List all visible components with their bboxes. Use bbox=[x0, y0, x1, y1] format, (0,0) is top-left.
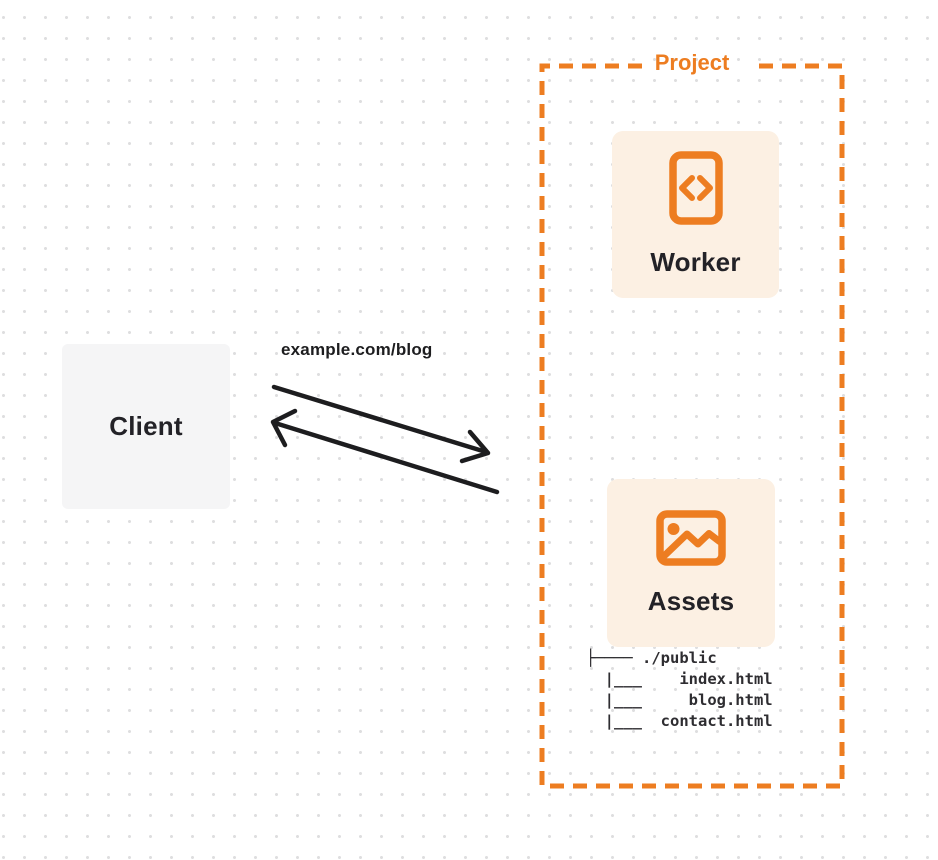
request-url-label: example.com/blog bbox=[281, 340, 433, 359]
assets-label: Assets bbox=[647, 585, 735, 616]
client-node: Client bbox=[62, 344, 230, 509]
request-arrow bbox=[271, 384, 491, 464]
code-brackets-document-icon bbox=[668, 151, 723, 225]
worker-node: Worker bbox=[612, 131, 779, 298]
assets-node: Assets bbox=[607, 479, 775, 647]
project-title: Project bbox=[654, 50, 730, 75]
client-label: Client bbox=[109, 411, 183, 441]
image-icon bbox=[656, 509, 726, 566]
worker-label: Worker bbox=[650, 247, 741, 277]
assets-file-tree: ├──── ./public |___ index.html |___ blog… bbox=[586, 649, 773, 730]
response-arrow bbox=[270, 408, 500, 495]
